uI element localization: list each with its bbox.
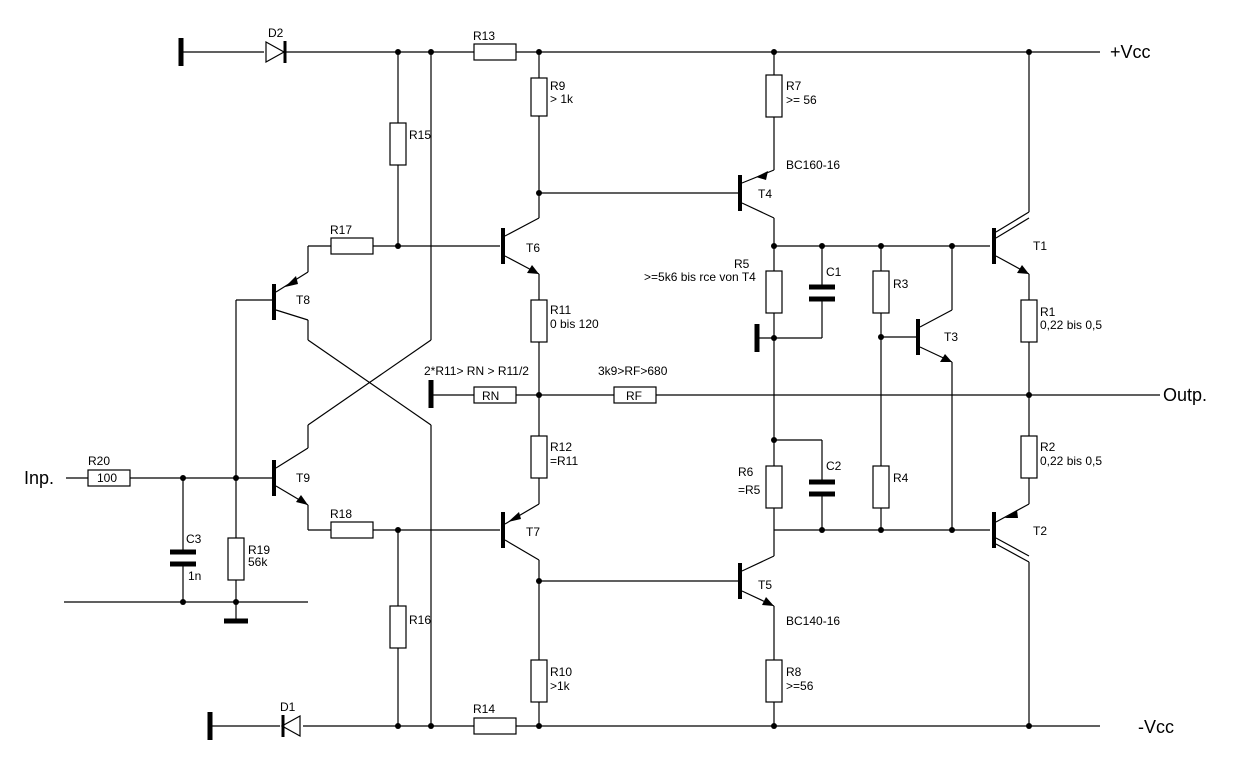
label-r8: R8 — [786, 665, 802, 679]
label-r15: R15 — [409, 128, 431, 142]
label-r19-value: 56k — [248, 555, 268, 569]
resistor-r5 — [765, 270, 783, 314]
label-output: Outp. — [1163, 385, 1207, 405]
transistor-t3 — [916, 309, 953, 363]
label-r16: R16 — [409, 613, 431, 627]
label-r20: R20 — [88, 454, 110, 468]
resistor-r12 — [530, 435, 548, 479]
resistor-r9 — [530, 77, 548, 117]
transistor-t1 — [992, 211, 1030, 275]
resistor-r15 — [389, 122, 407, 166]
label-d1: D1 — [280, 700, 296, 714]
label-vcc-neg: -Vcc — [1138, 717, 1174, 737]
label-r13: R13 — [473, 29, 495, 43]
label-r10-value: >1k — [550, 679, 571, 693]
diode-d2 — [265, 40, 287, 64]
label-t9: T9 — [296, 471, 310, 485]
label-r3: R3 — [893, 277, 909, 291]
transistor-t6 — [501, 217, 540, 275]
label-vcc-pos: +Vcc — [1110, 42, 1151, 62]
label-r20-value: 100 — [97, 471, 117, 485]
resistor-r13 — [473, 43, 517, 61]
label-t7: T7 — [526, 525, 540, 539]
label-r5-value: >=5k6 bis rce von T4 — [644, 270, 756, 284]
transistor-t2 — [992, 503, 1030, 563]
label-c2: C2 — [826, 459, 842, 473]
label-r1: R1 — [1040, 305, 1056, 319]
label-t5-type: BC140-16 — [786, 614, 840, 628]
label-r18: R18 — [330, 507, 352, 521]
diode-d1 — [280, 714, 301, 738]
label-r14: R14 — [473, 702, 495, 716]
label-r8-value: >=56 — [786, 679, 814, 693]
label-c3: C3 — [186, 532, 202, 546]
transistor-t5 — [738, 555, 775, 607]
label-c3-value: 1n — [188, 569, 201, 583]
label-rn: RN — [482, 389, 499, 403]
label-t4: T4 — [758, 187, 772, 201]
resistor-r18 — [330, 521, 374, 539]
label-c1: C1 — [826, 265, 842, 279]
label-r7: R7 — [786, 79, 802, 93]
label-r11-value: 0 bis 120 — [550, 317, 599, 331]
resistor-r19 — [227, 537, 245, 581]
resistor-r8 — [765, 659, 783, 703]
junction-dots — [180, 49, 1032, 729]
label-r9: R9 — [550, 79, 566, 93]
label-t8: T8 — [296, 293, 310, 307]
label-t6: T6 — [526, 241, 540, 255]
resistor-r17 — [330, 237, 374, 255]
label-r2-value: 0,22 bis 0,5 — [1040, 454, 1102, 468]
label-t2: T2 — [1033, 524, 1047, 538]
label-rf-condition: 3k9>RF>680 — [598, 364, 668, 378]
label-input: Inp. — [24, 468, 54, 488]
label-r6-value: =R5 — [738, 483, 761, 497]
label-r6: R6 — [738, 465, 754, 479]
transistor-t7 — [501, 503, 540, 561]
resistor-r11 — [530, 299, 548, 343]
label-r19: R19 — [248, 543, 270, 557]
resistor-r10 — [530, 659, 548, 703]
resistor-r1 — [1020, 299, 1038, 343]
label-r4: R4 — [893, 471, 909, 485]
resistor-r16 — [389, 605, 407, 649]
resistor-r14 — [473, 717, 517, 735]
resistor-r4 — [872, 465, 890, 509]
label-r2: R2 — [1040, 440, 1056, 454]
label-r10: R10 — [550, 665, 572, 679]
label-rn-condition: 2*R11> RN > R11/2 — [424, 364, 529, 378]
resistor-r6 — [765, 465, 783, 509]
label-r17: R17 — [330, 223, 352, 237]
label-r9-value: > 1k — [550, 92, 574, 106]
label-r11: R11 — [550, 303, 571, 317]
label-r1-value: 0,22 bis 0,5 — [1040, 318, 1102, 332]
label-r12-value: =R11 — [550, 454, 578, 468]
label-t5: T5 — [758, 578, 772, 592]
transistor-t4 — [738, 169, 775, 219]
resistor-r2 — [1020, 435, 1038, 479]
label-rf: RF — [626, 389, 642, 403]
label-d2: D2 — [268, 26, 284, 40]
label-r5: R5 — [734, 257, 750, 271]
transistor-t8 — [272, 271, 309, 321]
resistor-r3 — [872, 270, 890, 314]
label-r7-value: >= 56 — [786, 93, 817, 107]
resistor-r7 — [765, 74, 783, 118]
label-t3: T3 — [944, 330, 958, 344]
label-t4-type: BC160-16 — [786, 158, 840, 172]
label-t1: T1 — [1033, 239, 1047, 253]
label-r12: R12 — [550, 440, 572, 454]
negative-rail — [207, 712, 1100, 740]
positive-rail — [178, 38, 1100, 66]
